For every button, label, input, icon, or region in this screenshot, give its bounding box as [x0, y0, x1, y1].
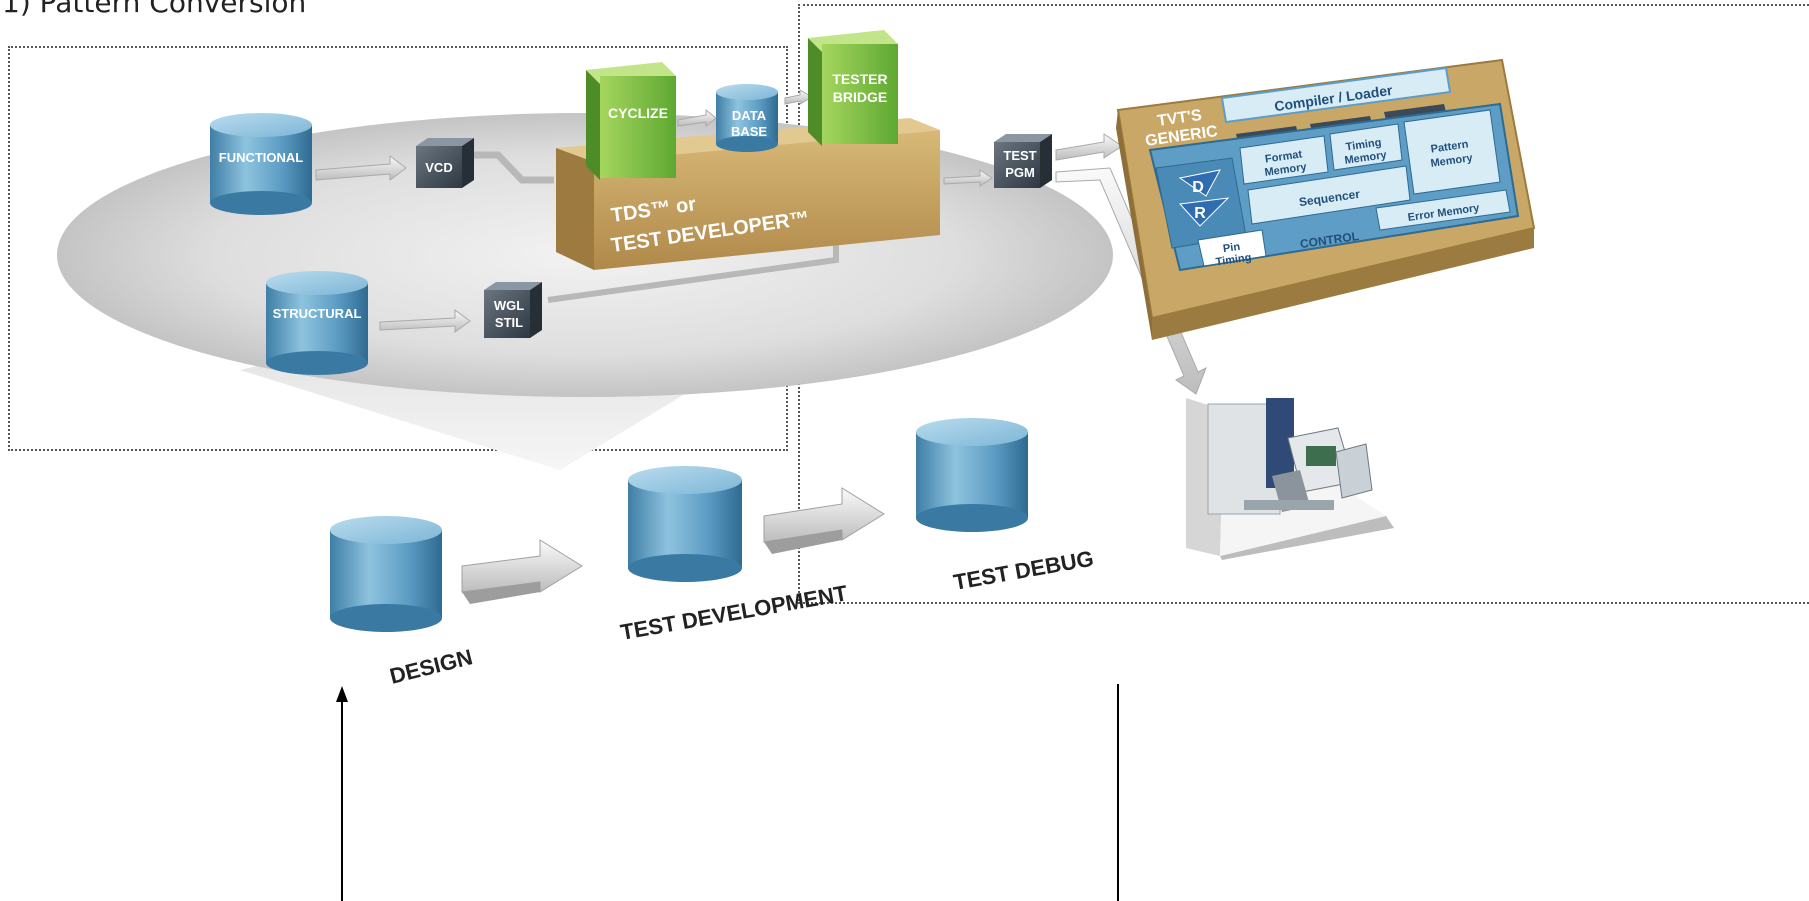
generic-title-line1: TVT'S — [1156, 107, 1203, 130]
arrow-database-tester — [784, 89, 813, 105]
test-label: TEST — [1003, 148, 1036, 163]
pin-timing-line1: Pin — [1222, 241, 1241, 255]
database-cylinder — [716, 84, 778, 152]
design-pointer-arrowhead — [336, 686, 348, 702]
tester-label: TESTER — [832, 71, 887, 87]
test-development-cylinder — [628, 466, 742, 582]
test-development-label: TEST DEVELOPMENT — [619, 580, 850, 645]
format-memory-line2: Memory — [1264, 161, 1308, 179]
vcd-label: VCD — [425, 160, 452, 175]
r-label: R — [1194, 205, 1206, 222]
arrow-design-testdev — [461, 539, 583, 604]
test-debug-cylinder — [916, 418, 1028, 532]
data-label: DATA — [732, 108, 767, 123]
bridge-label: BRIDGE — [833, 89, 887, 105]
wgl-label: WGL — [494, 298, 524, 313]
vcd-to-tds-line — [474, 151, 554, 184]
stil-label: STIL — [495, 315, 523, 330]
format-memory-line1: Format — [1264, 148, 1303, 165]
tester-bridge-block — [808, 30, 898, 146]
pattern-memory-line1: Pattern — [1430, 138, 1469, 155]
structural-label: STRUCTURAL — [273, 306, 362, 321]
structural-cylinder — [266, 271, 368, 375]
functional-cylinder — [210, 113, 312, 215]
tester-machine-picture — [1186, 398, 1394, 560]
arrow-cyclize-database — [677, 108, 717, 128]
arrow-testdev-testdebug — [763, 487, 885, 554]
test-debug-label: TEST DEBUG — [952, 546, 1096, 595]
design-cylinder — [330, 516, 442, 632]
diagram-title: 1) Pattern Conversion — [2, 0, 307, 19]
arrow-structural-wgl — [379, 309, 471, 333]
timing-memory-line1: Timing — [1345, 137, 1382, 154]
arrow-tds-testpgm — [943, 169, 993, 187]
cyclize-block — [586, 62, 676, 180]
generic-board — [1116, 58, 1536, 340]
d-label: D — [1192, 179, 1204, 196]
pin-timing-line2: Timing — [1215, 252, 1252, 269]
cyclize-label: CYCLIZE — [608, 105, 668, 121]
wgl-stil-cube — [484, 282, 542, 338]
vcd-cube — [416, 138, 474, 188]
timing-memory-line2: Memory — [1344, 149, 1388, 167]
arrow-functional-vcd — [315, 155, 407, 181]
base-label: BASE — [731, 124, 767, 139]
test-pgm-cube — [994, 134, 1052, 188]
pgm-label: PGM — [1005, 165, 1035, 180]
pattern-memory-line2: Memory — [1430, 152, 1474, 170]
arrow-testpgm-generic — [1055, 133, 1123, 161]
design-label: DESIGN — [387, 644, 475, 689]
functional-label: FUNCTIONAL — [219, 150, 304, 165]
